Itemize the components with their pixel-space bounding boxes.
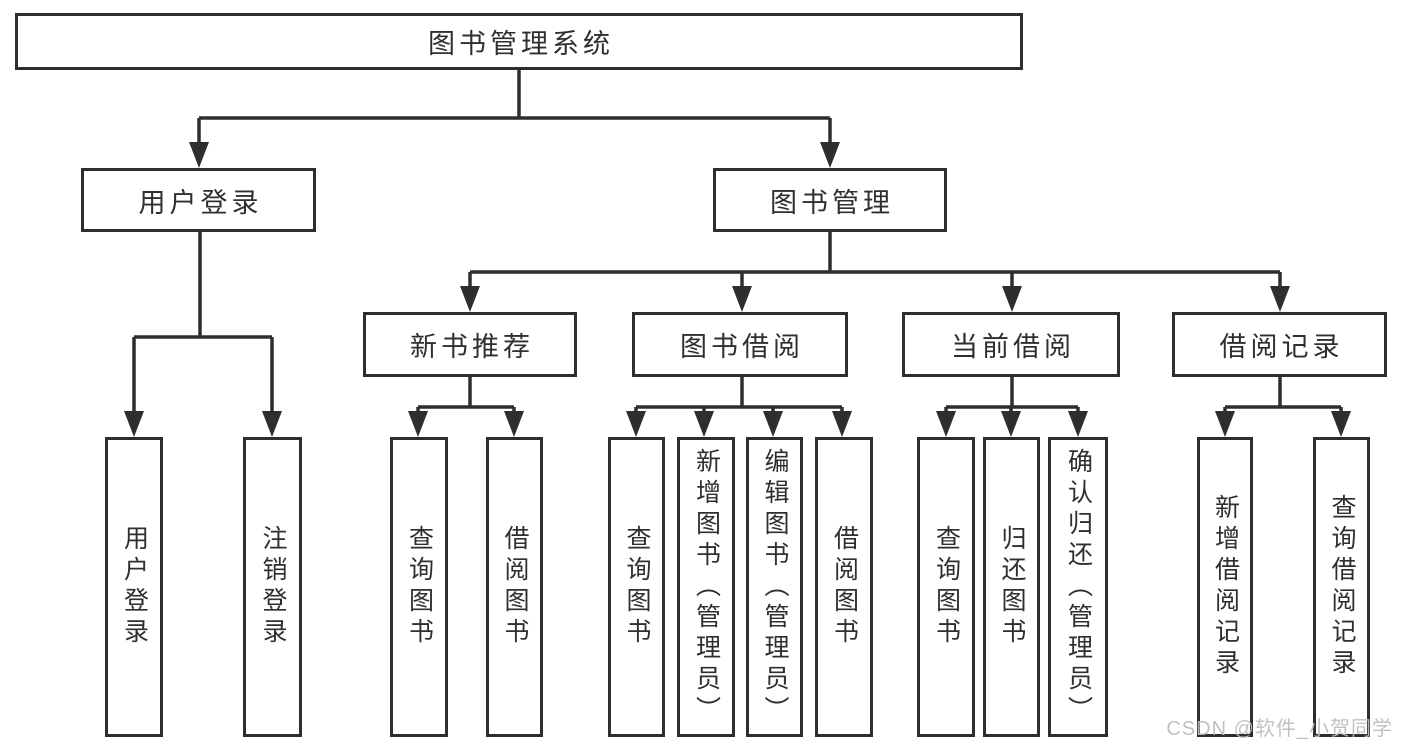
node-user-login: 用户登录 — [81, 168, 316, 232]
node-root: 图书管理系统 — [15, 13, 1023, 70]
node-user-login-label: 用户登录 — [138, 187, 263, 218]
leaf-logout-label: 注销登录 — [259, 525, 287, 649]
leaf-borrow-books-recommend: 借阅图书 — [486, 437, 543, 737]
leaf-query-books-recommend-label: 查询图书 — [405, 525, 434, 649]
arrowheads — [124, 142, 1351, 437]
leaf-user-login-label: 用户登录 — [120, 525, 149, 649]
leaf-query-books-borrowing: 查询图书 — [608, 437, 665, 737]
node-book-borrowing: 图书借阅 — [632, 312, 848, 377]
leaf-borrow-books-borrowing-label: 借阅图书 — [830, 525, 859, 649]
leaf-borrow-books-borrowing: 借阅图书 — [815, 437, 873, 737]
leaf-confirm-return-admin-label: 确认归还（管理员） — [1064, 447, 1093, 727]
leaf-add-books-admin: 新增图书（管理员） — [677, 437, 735, 737]
leaf-query-books-borrowing-label: 查询图书 — [623, 525, 651, 649]
leaf-edit-books-admin: 编辑图书（管理员） — [746, 437, 803, 737]
node-book-management-label: 图书管理 — [770, 187, 894, 218]
node-current-borrowing: 当前借阅 — [902, 312, 1120, 377]
node-new-book-recommend-label: 新书推荐 — [410, 332, 534, 362]
leaf-add-books-admin-label: 新增图书（管理员） — [692, 447, 721, 727]
node-root-label: 图书管理系统 — [428, 29, 614, 59]
leaf-add-borrow-record: 新增借阅记录 — [1197, 437, 1253, 737]
node-borrowing-records: 借阅记录 — [1172, 312, 1387, 377]
leaf-confirm-return-admin: 确认归还（管理员） — [1048, 437, 1108, 737]
leaf-query-books-current-label: 查询图书 — [932, 525, 961, 649]
leaf-query-books-current: 查询图书 — [917, 437, 975, 737]
leaf-query-books-recommend: 查询图书 — [390, 437, 448, 737]
node-new-book-recommend: 新书推荐 — [363, 312, 577, 377]
csdn-watermark: CSDN @软件_小贺同学 — [1166, 718, 1393, 740]
node-book-management: 图书管理 — [713, 168, 947, 232]
leaf-logout: 注销登录 — [243, 437, 302, 737]
leaf-query-borrow-record: 查询借阅记录 — [1313, 437, 1370, 737]
leaf-edit-books-admin-label: 编辑图书（管理员） — [761, 447, 789, 727]
leaf-borrow-books-recommend-label: 借阅图书 — [501, 525, 529, 649]
leaf-return-books-label: 归还图书 — [998, 525, 1026, 649]
node-book-borrowing-label: 图书借阅 — [680, 332, 804, 362]
node-current-borrowing-label: 当前借阅 — [951, 332, 1075, 362]
leaf-user-login: 用户登录 — [105, 437, 163, 737]
leaf-query-borrow-record-label: 查询借阅记录 — [1328, 494, 1356, 680]
leaf-add-borrow-record-label: 新增借阅记录 — [1211, 494, 1240, 680]
node-borrowing-records-label: 借阅记录 — [1219, 332, 1344, 362]
leaf-return-books: 归还图书 — [983, 437, 1040, 737]
